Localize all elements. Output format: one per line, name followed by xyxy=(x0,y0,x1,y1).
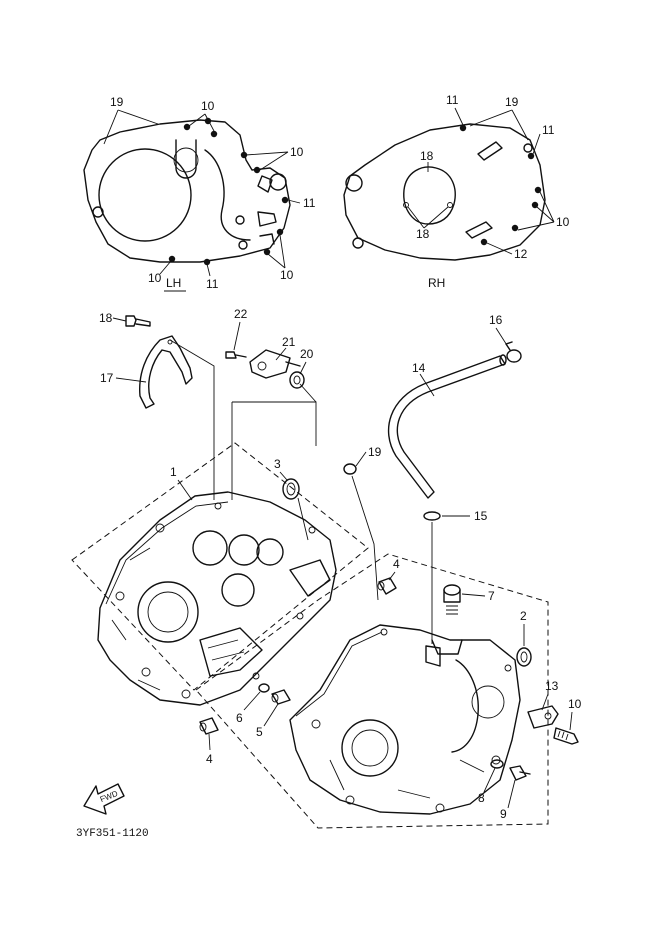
callout-18: 18 xyxy=(99,311,113,325)
clamp-15 xyxy=(423,511,441,521)
callout-lh-11a: 11 xyxy=(303,196,316,210)
callout-lh-10c: 10 xyxy=(280,268,294,282)
callout-15: 15 xyxy=(474,509,488,523)
callout-rh-19: 19 xyxy=(505,95,519,109)
callout-rh-12: 12 xyxy=(514,247,528,261)
sensor-21 xyxy=(249,349,301,379)
right-crankcase xyxy=(289,624,521,815)
bolt-18 xyxy=(125,315,151,327)
callout-16: 16 xyxy=(489,313,503,327)
callout-5: 5 xyxy=(256,725,263,739)
plate-13 xyxy=(527,705,559,729)
callout-2: 2 xyxy=(520,609,527,623)
callout-14: 14 xyxy=(412,361,426,375)
callout-lh-19: 19 xyxy=(110,95,124,109)
dowel-5 xyxy=(271,689,291,705)
callout-lh-10d: 10 xyxy=(148,271,162,285)
callout-rh-18a: 18 xyxy=(420,149,434,163)
hose-14 xyxy=(387,354,507,499)
dowel-4-lower xyxy=(199,717,219,735)
diagram-code: 3YF351-1120 xyxy=(76,828,149,840)
callout-8: 8 xyxy=(478,791,485,805)
washer-8 xyxy=(490,759,504,769)
callout-lh-10a: 10 xyxy=(201,99,215,113)
bolt-10 xyxy=(553,727,579,745)
callout-4b: 4 xyxy=(206,752,213,766)
callout-19: 19 xyxy=(368,445,382,459)
bolt-22 xyxy=(225,351,247,359)
callout-rh-11a: 11 xyxy=(446,93,459,107)
callout-1: 1 xyxy=(170,465,177,479)
callout-rh-18b: 18 xyxy=(416,227,430,241)
callout-6: 6 xyxy=(236,711,243,725)
lh-label: LH xyxy=(166,276,181,290)
left-case-outline xyxy=(71,442,369,691)
left-crankcase-1 xyxy=(97,491,337,706)
callout-21: 21 xyxy=(282,335,296,349)
callout-7: 7 xyxy=(488,589,495,603)
plug-7 xyxy=(443,584,461,615)
bolt-9 xyxy=(509,765,531,781)
callout-lh-10b: 10 xyxy=(290,145,304,159)
callout-17: 17 xyxy=(100,371,114,385)
dowel-19 xyxy=(343,463,357,475)
callout-3: 3 xyxy=(274,457,281,471)
dowel-4-upper xyxy=(377,577,397,595)
callout-rh-10: 10 xyxy=(556,215,570,229)
callout-10: 10 xyxy=(568,697,582,711)
callout-lh-11b: 11 xyxy=(206,277,219,291)
callout-22: 22 xyxy=(234,307,248,321)
bracket-17 xyxy=(139,335,193,409)
seal-2 xyxy=(516,647,532,667)
svg-text:FWD: FWD xyxy=(99,789,119,804)
collar-6 xyxy=(258,683,270,693)
callout-rh-11b: 11 xyxy=(542,123,555,137)
seal-3 xyxy=(282,478,300,500)
callout-20: 20 xyxy=(300,347,314,361)
grommet-20 xyxy=(289,371,305,389)
callout-13: 13 xyxy=(545,679,559,693)
fwd-arrow-icon: FWD xyxy=(83,783,125,815)
lh-gasket xyxy=(83,117,291,266)
right-case-outline xyxy=(195,553,549,829)
rh-label: RH xyxy=(428,276,445,290)
callout-4a: 4 xyxy=(393,557,400,571)
rh-gasket xyxy=(343,123,546,261)
clamp-16 xyxy=(505,341,522,363)
callout-9: 9 xyxy=(500,807,507,821)
